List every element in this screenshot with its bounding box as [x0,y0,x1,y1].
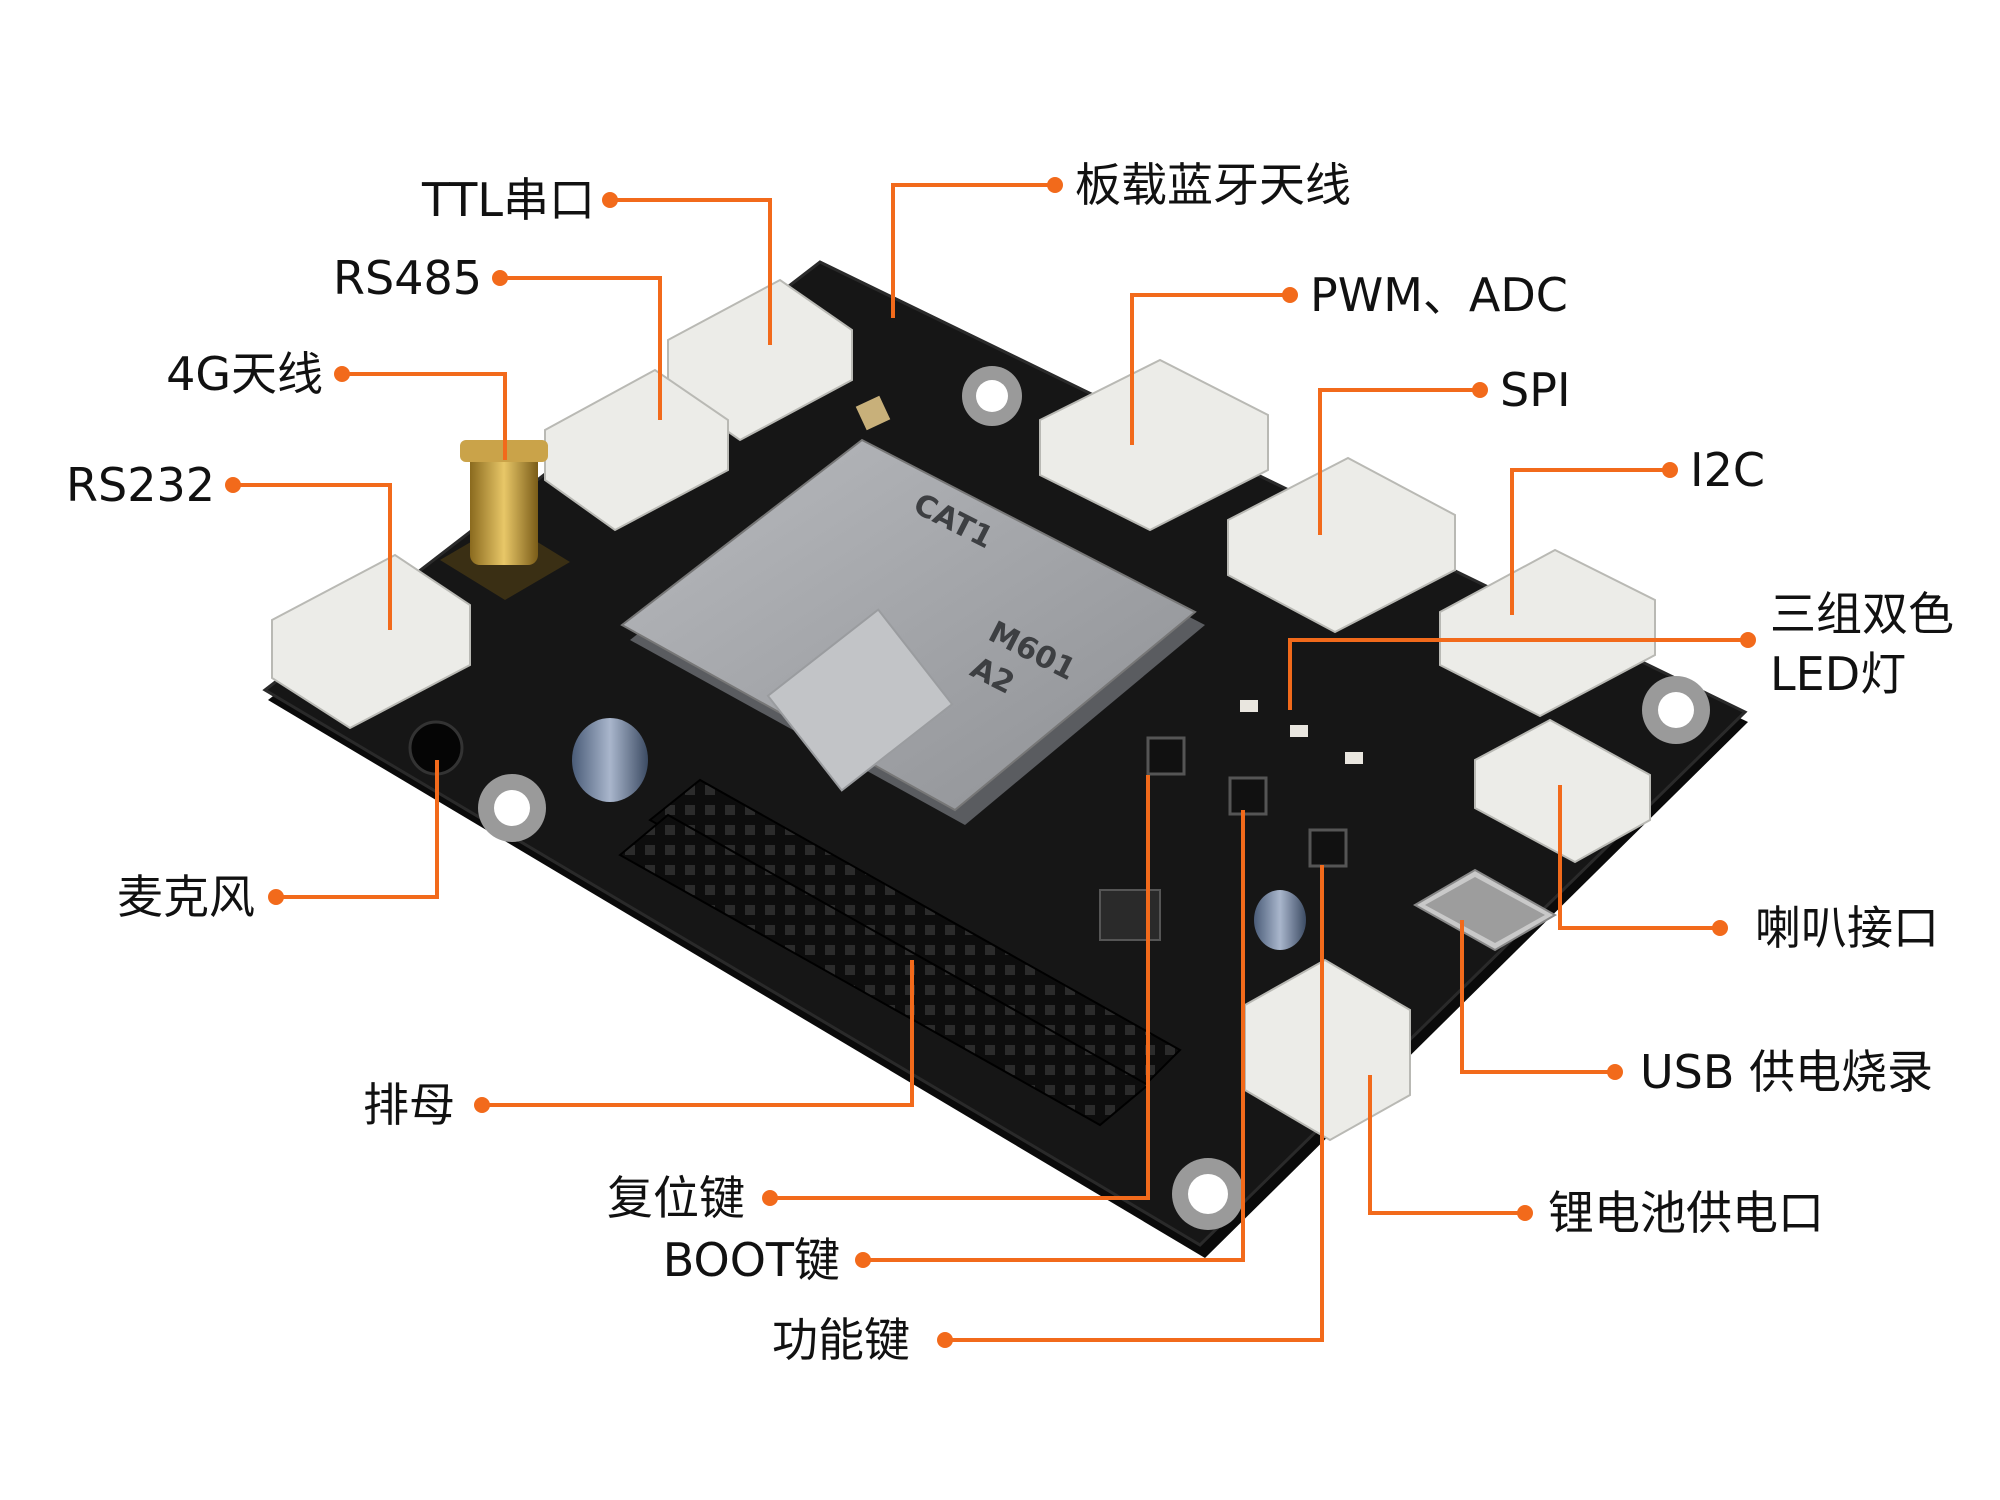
label-rs232: RS232 [66,458,215,512]
buttons [1146,736,1348,868]
label-microphone: 麦克风 [117,870,255,924]
label-battery-port: 锂电池供电口 [1548,1186,1824,1240]
label-rs485: RS485 [333,251,482,305]
callout-dots [225,177,1756,1348]
boot-button-part [1228,776,1268,816]
rs232-connector [271,553,471,730]
i2c-connector [1439,548,1656,718]
label-bt-antenna: 板载蓝牙天线 [1075,158,1351,212]
sma-antenna [440,440,570,600]
label-pwm-adc: PWM、ADC [1310,268,1568,322]
bt-antenna-pad [855,395,891,431]
label-boot-key: BOOT键 [662,1233,840,1287]
func-button-part [1308,828,1348,868]
label-i2c: I2C [1690,443,1765,497]
label-speaker: 喇叭接口 [1755,901,1939,955]
label-usb-power: USB 供电烧录 [1640,1045,1934,1099]
mounting-holes [478,366,1710,1230]
connectors [271,278,1656,1142]
callout-lines [233,183,1748,1342]
cat1-module: CAT1 M601 A2 [620,438,1205,825]
label-spi: SPI [1500,363,1571,417]
speaker-connector [1474,718,1651,864]
label-4g-antenna: 4G天线 [166,347,323,401]
capacitors [572,718,1306,950]
label-ttl-serial: TTL串口 [421,173,595,227]
leds [1240,700,1363,764]
label-pin-header: 排母 [363,1078,455,1132]
reset-button-part [1146,736,1186,776]
label-function-key: 功能键 [772,1313,910,1367]
label-led-line1: 三组双色 [1770,587,1954,641]
inductor [1099,889,1161,941]
label-led-line2: LED灯 [1770,647,1907,701]
label-reset-key: 复位键 [607,1171,745,1225]
usb-c-port [1412,868,1558,952]
pwm-adc-connector [1039,358,1269,532]
rs485-connector [544,368,729,532]
spi-connector [1227,456,1456,634]
